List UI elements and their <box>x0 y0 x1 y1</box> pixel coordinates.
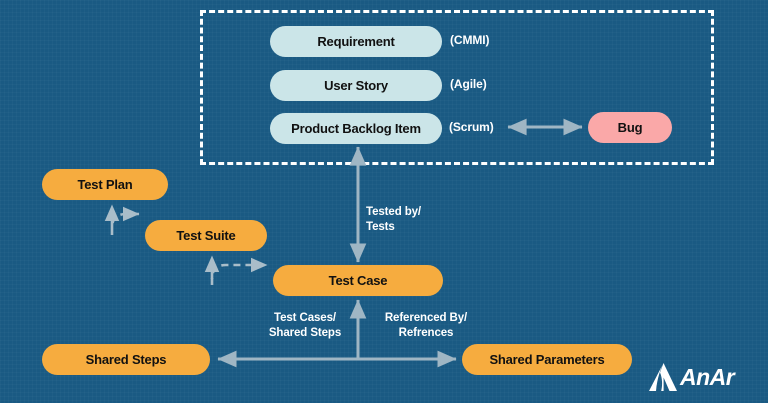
node-shared-steps[interactable]: Shared Steps <box>42 344 210 375</box>
edge-test-case-to-test-suite <box>204 255 268 285</box>
work-item-types-group-box <box>200 10 714 165</box>
edge-label-tested-by: Tested by/ Tests <box>366 206 422 233</box>
node-test-case[interactable]: Test Case <box>273 265 443 296</box>
node-bug[interactable]: Bug <box>588 112 672 143</box>
node-test-suite[interactable]: Test Suite <box>145 220 267 251</box>
annotation-user-story: (Agile) <box>450 77 487 91</box>
anar-logo: AnAr <box>647 362 735 392</box>
node-test-plan[interactable]: Test Plan <box>42 169 168 200</box>
node-requirement[interactable]: Requirement <box>270 26 442 57</box>
anar-logo-text: AnAr <box>680 363 735 390</box>
node-shared-parameters[interactable]: Shared Parameters <box>462 344 632 375</box>
anar-logo-mark <box>649 363 677 391</box>
annotation-requirement: (CMMI) <box>450 33 490 47</box>
node-user-story[interactable]: User Story <box>270 70 442 101</box>
edge-label-referenced-by-refrences: Referenced By/ Refrences <box>384 312 468 339</box>
node-product-backlog-item[interactable]: Product Backlog Item <box>270 113 442 144</box>
annotation-product-backlog-item: (Scrum) <box>449 120 494 134</box>
edge-label-test-cases-shared-steps: Test Cases/ Shared Steps <box>268 312 342 339</box>
edge-test-suite-to-test-plan <box>104 204 140 235</box>
